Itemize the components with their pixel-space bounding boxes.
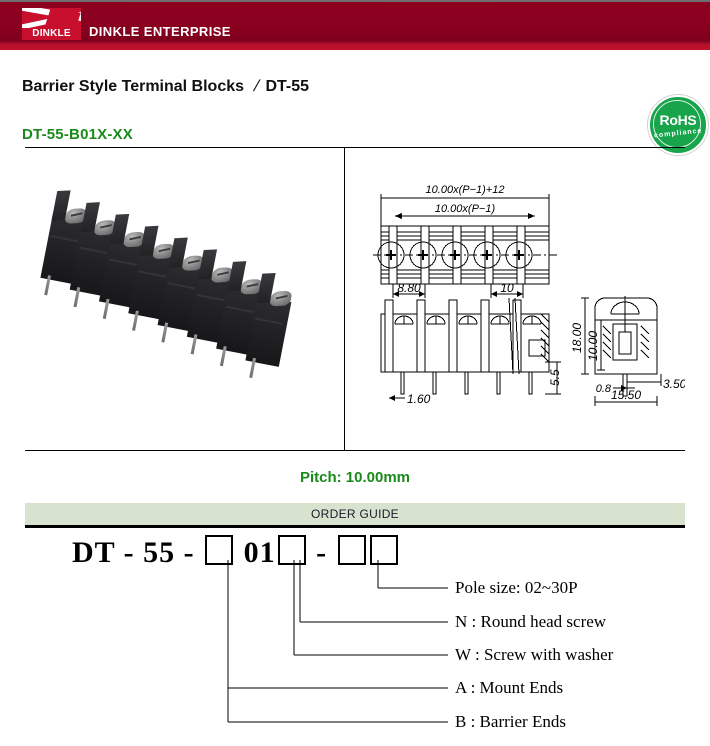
dim-pin-thickness: 0.8 <box>596 383 612 395</box>
part-number-label: DT-55-B01X-XX <box>22 126 133 143</box>
title-separator: / <box>251 78 262 95</box>
code-box-pole-tens[interactable] <box>337 535 366 565</box>
dim-pin-clearance: 5.5 <box>548 369 562 386</box>
rohs-compliance-badge-icon: RoHS compliance <box>648 95 708 155</box>
code-box-pole-units[interactable] <box>369 535 398 565</box>
product-photo <box>35 190 335 379</box>
legend-callout-lines <box>227 560 448 723</box>
code-mid: 01 <box>243 536 276 569</box>
code-dash-3: - <box>316 536 328 569</box>
order-guide-rule <box>25 525 685 528</box>
code-box-screw-type[interactable] <box>277 535 306 565</box>
code-box-end-type[interactable] <box>205 535 234 565</box>
logo-mark-icon <box>22 8 81 28</box>
dim-body-height: 10.00 <box>586 331 600 361</box>
dim-pin-width: 1.60 <box>407 392 431 406</box>
pitch-label: Pitch: 10.00mm <box>299 469 411 486</box>
dim-pin-offset: 3.50 <box>663 377 685 391</box>
drawing-panel: 10.00x(P−1)+12 10.00x(P−1) <box>25 147 687 451</box>
legend-round-head-screw: N : Round head screw <box>455 612 607 631</box>
order-code-diagram: DT - 55 - 01 - <box>72 535 400 570</box>
order-guide-legend: Pole size: 02~30P N : Round head screw W… <box>0 560 710 741</box>
dim-depth: 15.50 <box>611 388 641 402</box>
order-guide-heading: ORDER GUIDE <box>25 503 685 525</box>
dimension-drawings-svg: 10.00x(P−1)+12 10.00x(P−1) <box>373 184 687 406</box>
dim-overall-length: 10.00x(P−1)+12 <box>426 184 505 196</box>
code-series: 55 <box>143 536 176 569</box>
dim-barrier-width: 8.80 <box>397 281 421 295</box>
dim-pitch-top: 10 <box>500 281 514 295</box>
legend-barrier-ends: B : Barrier Ends <box>455 712 566 731</box>
technical-drawings: 10.00x(P−1)+12 10.00x(P−1) <box>345 148 687 450</box>
legend-pole-size: Pole size: 02~30P <box>455 578 578 597</box>
page-header: DINKLE DINKLE ENTERPRISE <box>0 0 710 50</box>
legend-screw-with-washer: W : Screw with washer <box>455 645 614 664</box>
logo-stripe-wedge <box>45 8 81 28</box>
panel-divider <box>344 148 345 450</box>
logo-wordmark: DINKLE <box>22 28 81 40</box>
rohs-sub-label: compliance <box>653 127 703 140</box>
legend-mount-ends: A : Mount Ends <box>455 678 564 697</box>
dinkle-logo: DINKLE <box>22 8 81 40</box>
page-title: Barrier Style Terminal Blocks /DT-55 <box>22 78 309 96</box>
product-family-label: Barrier Style Terminal Blocks <box>22 78 245 95</box>
header-top-rule <box>0 0 710 2</box>
code-dash-1: - <box>123 536 135 569</box>
dim-pole-span: 10.00x(P−1) <box>435 203 496 215</box>
dim-height: 18.00 <box>570 323 584 353</box>
code-prefix: DT <box>72 536 116 569</box>
rohs-main-label: RoHS <box>659 112 697 128</box>
series-label: DT-55 <box>265 78 310 95</box>
company-name: DINKLE ENTERPRISE <box>89 24 231 39</box>
code-dash-2: - <box>183 536 195 569</box>
